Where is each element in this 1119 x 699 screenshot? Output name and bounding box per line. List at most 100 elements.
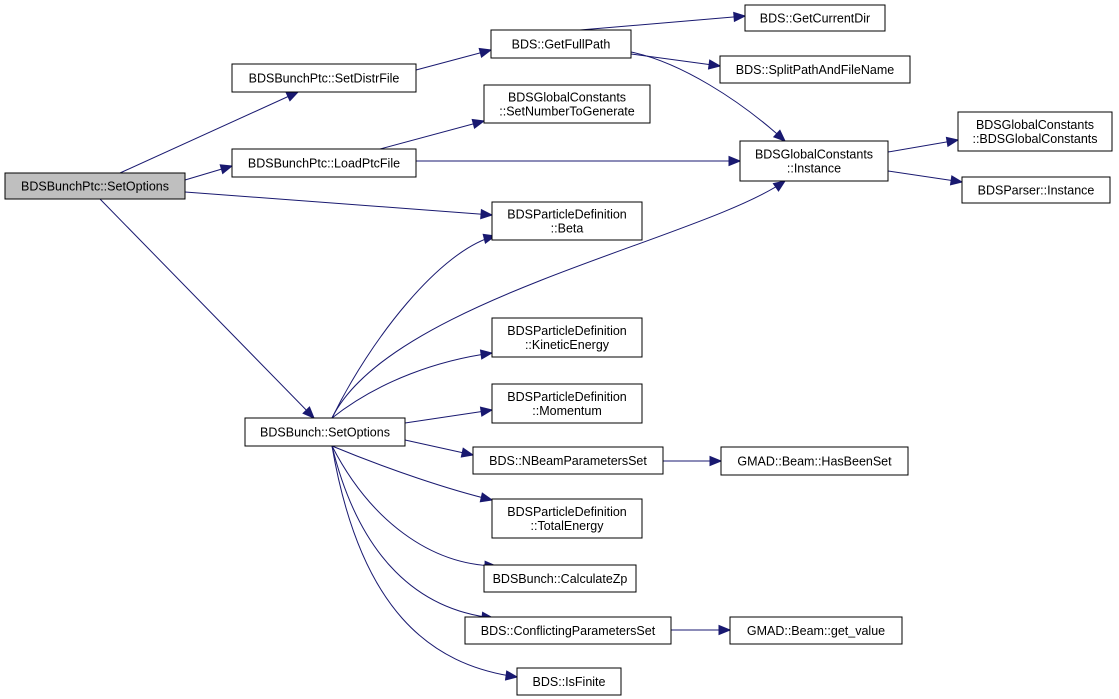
node-label-line: ::SetNumberToGenerate xyxy=(499,105,635,119)
node-box xyxy=(719,55,911,84)
node-box xyxy=(961,176,1111,204)
node-label-line: ::Beta xyxy=(551,222,584,236)
node-box xyxy=(490,29,632,59)
node-setdistr[interactable]: BDSBunchPtc::SetDistrFile xyxy=(231,63,417,93)
edge-setdistr-to-getfullpath xyxy=(415,47,493,71)
edge-loadptc-to-gcinstance xyxy=(416,155,742,167)
node-conflicting[interactable]: BDS::ConflictingParametersSet xyxy=(464,616,672,645)
node-calczp[interactable]: BDSBunch::CalculateZp xyxy=(483,564,637,593)
node-totalenergy[interactable]: BDSParticleDefinition::TotalEnergy xyxy=(491,498,643,539)
node-isfinite[interactable]: BDS::IsFinite xyxy=(516,667,622,696)
node-box xyxy=(491,498,643,539)
node-box xyxy=(244,417,406,447)
node-bunchset[interactable]: BDSBunch::SetOptions xyxy=(244,417,406,447)
arrowhead xyxy=(728,155,742,167)
node-label-line: ::Instance xyxy=(787,162,841,176)
node-root[interactable]: BDSBunchPtc::SetOptions xyxy=(4,172,186,200)
node-nbeam[interactable]: BDS::NBeamParametersSet xyxy=(472,446,664,475)
edge-layer xyxy=(99,11,964,681)
node-box xyxy=(483,564,637,593)
edge-root-to-bunchset xyxy=(99,198,315,419)
node-kinetic[interactable]: BDSParticleDefinition::KineticEnergy xyxy=(491,317,643,358)
edge-root-to-loadptc xyxy=(184,164,234,181)
node-label-line: ::TotalEnergy xyxy=(531,519,605,533)
node-getcurdir[interactable]: BDS::GetCurrentDir xyxy=(744,4,886,32)
node-label-line: ::KineticEnergy xyxy=(525,338,610,352)
edge-root-to-beta xyxy=(184,191,494,220)
arrowhead xyxy=(504,670,519,681)
node-gcctor[interactable]: BDSGlobalConstants::BDSGlobalConstants xyxy=(957,111,1113,152)
node-label-line: BDSBunch::SetOptions xyxy=(260,426,390,440)
arrowhead xyxy=(480,208,494,220)
node-loadptc[interactable]: BDSBunchPtc::LoadPtcFile xyxy=(231,148,417,178)
node-box xyxy=(491,383,643,424)
edge-loadptc-to-setnumgen xyxy=(379,118,486,150)
node-beta[interactable]: BDSParticleDefinition::Beta xyxy=(491,201,643,241)
node-box xyxy=(720,446,909,476)
node-label-line: BDSParticleDefinition xyxy=(507,208,627,222)
edge-getfullpath-to-gcinstance xyxy=(630,51,786,142)
node-label-line: BDSBunch::CalculateZp xyxy=(493,572,628,586)
arrowhead xyxy=(302,406,315,419)
node-label-line: BDSGlobalConstants xyxy=(976,118,1094,132)
node-label-line: BDSParticleDefinition xyxy=(507,505,627,519)
node-box xyxy=(472,446,664,475)
node-getvalue[interactable]: GMAD::Beam::get_value xyxy=(729,616,903,645)
node-label-line: BDS::NBeamParametersSet xyxy=(489,454,647,468)
arrowhead xyxy=(479,492,494,503)
node-label-line: BDSBunchPtc::SetDistrFile xyxy=(249,72,400,86)
arrowhead xyxy=(478,47,493,59)
edge-gcinstance-to-gcctor xyxy=(887,136,960,153)
edge-getfullpath-to-getcurdir xyxy=(579,11,747,31)
node-label-line: BDS::SplitPathAndFileName xyxy=(736,63,894,77)
edge-nbeam-to-hasbeenset xyxy=(663,455,723,467)
node-label-line: BDSBunchPtc::SetOptions xyxy=(21,180,169,194)
arrowhead xyxy=(219,164,234,175)
arrowhead xyxy=(460,447,475,458)
node-label-line: BDSGlobalConstants xyxy=(755,148,873,162)
arrowhead xyxy=(709,455,723,467)
edge-gcinstance-to-parser xyxy=(887,170,964,186)
edge-bunchset-to-beta xyxy=(331,233,497,419)
arrowhead xyxy=(285,91,300,102)
edge-bunchset-to-gcinstance xyxy=(331,180,787,419)
edge-conflicting-to-getvalue xyxy=(671,624,732,636)
node-box xyxy=(491,317,643,358)
node-box xyxy=(231,63,417,93)
arrowhead xyxy=(479,349,494,360)
node-layer: BDSBunchPtc::SetOptions BDSBunchPtc::SetD… xyxy=(4,4,1113,696)
node-label-line: BDS::ConflictingParametersSet xyxy=(481,624,656,638)
node-getfullpath[interactable]: BDS::GetFullPath xyxy=(490,29,632,59)
arrowhead xyxy=(772,129,786,142)
arrowhead xyxy=(949,175,964,186)
node-momentum[interactable]: BDSParticleDefinition::Momentum xyxy=(491,383,643,424)
node-parser[interactable]: BDSParser::Instance xyxy=(961,176,1111,204)
arrowhead xyxy=(707,59,722,70)
arrowhead xyxy=(733,11,747,23)
arrowhead xyxy=(471,118,486,130)
node-setnumgen[interactable]: BDSGlobalConstants::SetNumberToGenerate xyxy=(483,84,651,124)
node-hasbeenset[interactable]: GMAD::Beam::HasBeenSet xyxy=(720,446,909,476)
node-box xyxy=(516,667,622,696)
node-box xyxy=(491,201,643,241)
node-box xyxy=(4,172,186,200)
node-label-line: BDS::IsFinite xyxy=(533,675,606,689)
node-label-line: GMAD::Beam::HasBeenSet xyxy=(737,455,892,469)
edge-bunchset-to-conflicting xyxy=(331,445,495,622)
arrowhead xyxy=(772,180,787,192)
node-box xyxy=(729,616,903,645)
node-label-line: GMAD::Beam::get_value xyxy=(747,624,885,638)
edge-bunchset-to-calczp xyxy=(331,445,498,572)
arrowhead xyxy=(945,136,960,148)
node-gcinstance[interactable]: BDSGlobalConstants::Instance xyxy=(739,140,889,182)
node-box xyxy=(231,148,417,178)
node-label-line: BDS::GetCurrentDir xyxy=(760,12,870,26)
node-box xyxy=(957,111,1113,152)
node-label-line: ::Momentum xyxy=(532,404,601,418)
arrowhead xyxy=(718,624,732,636)
node-box xyxy=(483,84,651,124)
node-label-line: BDSBunchPtc::LoadPtcFile xyxy=(248,157,400,171)
node-splitpath[interactable]: BDS::SplitPathAndFileName xyxy=(719,55,911,84)
node-box xyxy=(744,4,886,32)
